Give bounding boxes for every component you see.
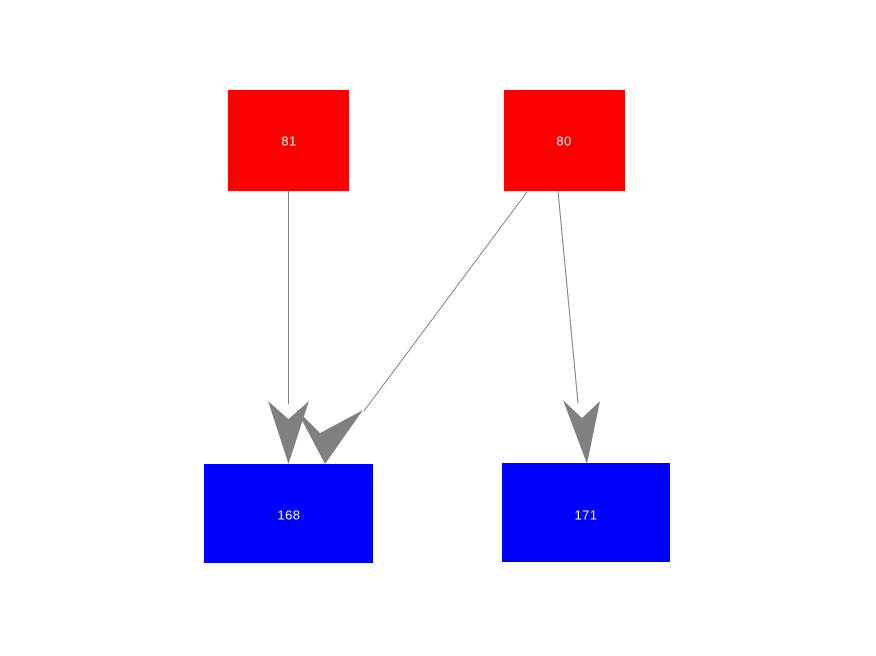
- node-group: 81 80 168 171: [204, 90, 670, 563]
- node-label: 80: [556, 134, 571, 149]
- edge-80-168[interactable]: [296, 191, 528, 464]
- edge-80-171[interactable]: [557, 190, 600, 464]
- edge-line: [557, 190, 579, 404]
- arrowhead-icon: [296, 409, 363, 464]
- node-171[interactable]: 171: [502, 463, 670, 562]
- node-168[interactable]: 168: [204, 464, 373, 563]
- edge-81-168[interactable]: [268, 191, 309, 464]
- arrowhead-icon: [268, 401, 309, 464]
- node-label: 171: [575, 508, 598, 523]
- node-label: 168: [278, 508, 301, 523]
- node-box[interactable]: [502, 463, 670, 562]
- node-81[interactable]: 81: [228, 90, 349, 191]
- node-box[interactable]: [204, 464, 373, 563]
- node-80[interactable]: 80: [504, 90, 625, 191]
- arrowhead-icon: [563, 400, 600, 464]
- node-box[interactable]: [228, 90, 349, 191]
- node-box[interactable]: [504, 90, 625, 191]
- edge-group: [268, 190, 600, 464]
- edge-line: [363, 191, 528, 412]
- node-label: 81: [281, 134, 296, 149]
